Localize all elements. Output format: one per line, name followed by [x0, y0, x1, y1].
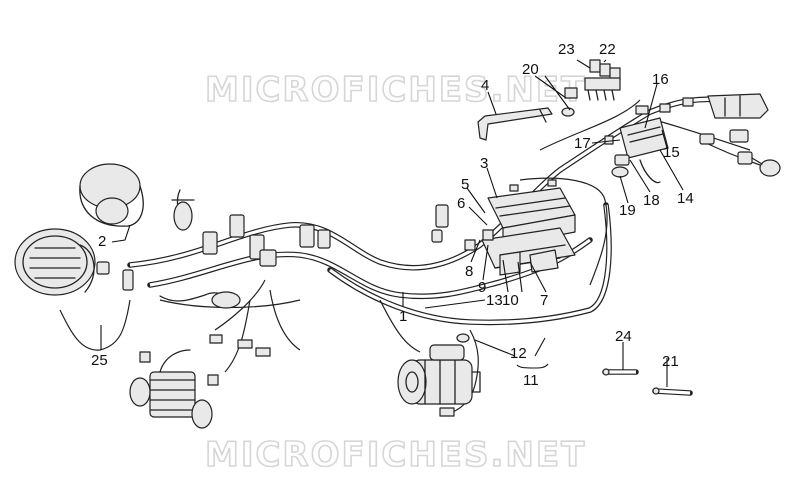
- leader-lines: [100, 59, 684, 387]
- callout-1: 1: [399, 308, 407, 325]
- callout-15: 15: [663, 144, 680, 161]
- callout-numbers: 1 2 3 4 5 6 7 8 9 10 11 12 13 14 15 16 1…: [91, 41, 694, 389]
- callout-20: 20: [522, 61, 539, 78]
- control-unit: [611, 117, 669, 184]
- callout-22: 22: [599, 41, 616, 58]
- small-plugs-left: [139, 334, 271, 386]
- headlight: [14, 228, 96, 296]
- callout-25: 25: [91, 352, 108, 369]
- handlebar-switch-right: [699, 93, 781, 177]
- cable-tie-24: [602, 368, 639, 376]
- callout-21: 21: [662, 353, 679, 370]
- callout-13: 13: [486, 292, 503, 309]
- callout-2: 2: [98, 233, 106, 250]
- callout-9: 9: [478, 279, 486, 296]
- callout-11: 11: [523, 372, 539, 389]
- callout-12: 12: [510, 345, 527, 362]
- battery-tray: [481, 227, 576, 276]
- starter-motor: [397, 344, 481, 405]
- instrument-cluster: [79, 163, 144, 227]
- callout-7: 7: [540, 292, 548, 309]
- starter-cable-ends: [439, 333, 470, 417]
- callout-5: 5: [461, 176, 469, 193]
- relay-set: [561, 59, 621, 117]
- callout-18: 18: [643, 192, 660, 209]
- fuse-and-clamp: [431, 204, 494, 251]
- small-terminals-right: [604, 97, 694, 145]
- callout-8: 8: [465, 263, 473, 280]
- horn: [129, 349, 213, 429]
- callout-24: 24: [615, 328, 632, 345]
- callout-23: 23: [558, 41, 575, 58]
- watermark-top: MICROFICHES.NET: [205, 70, 586, 110]
- callout-17: 17: [574, 135, 591, 152]
- callout-6: 6: [457, 195, 465, 212]
- watermark-bottom: MICROFICHES.NET: [205, 435, 586, 475]
- callout-19: 19: [619, 202, 636, 219]
- connector-group-left: [96, 189, 331, 309]
- cable-tie-21: [652, 387, 693, 396]
- callout-16: 16: [652, 71, 669, 88]
- callout-14: 14: [677, 190, 694, 207]
- main-wiring-harness: [59, 96, 761, 416]
- bracket-4: [477, 107, 553, 141]
- callout-3: 3: [480, 155, 488, 172]
- callout-10: 10: [502, 292, 519, 309]
- callout-4: 4: [481, 77, 489, 94]
